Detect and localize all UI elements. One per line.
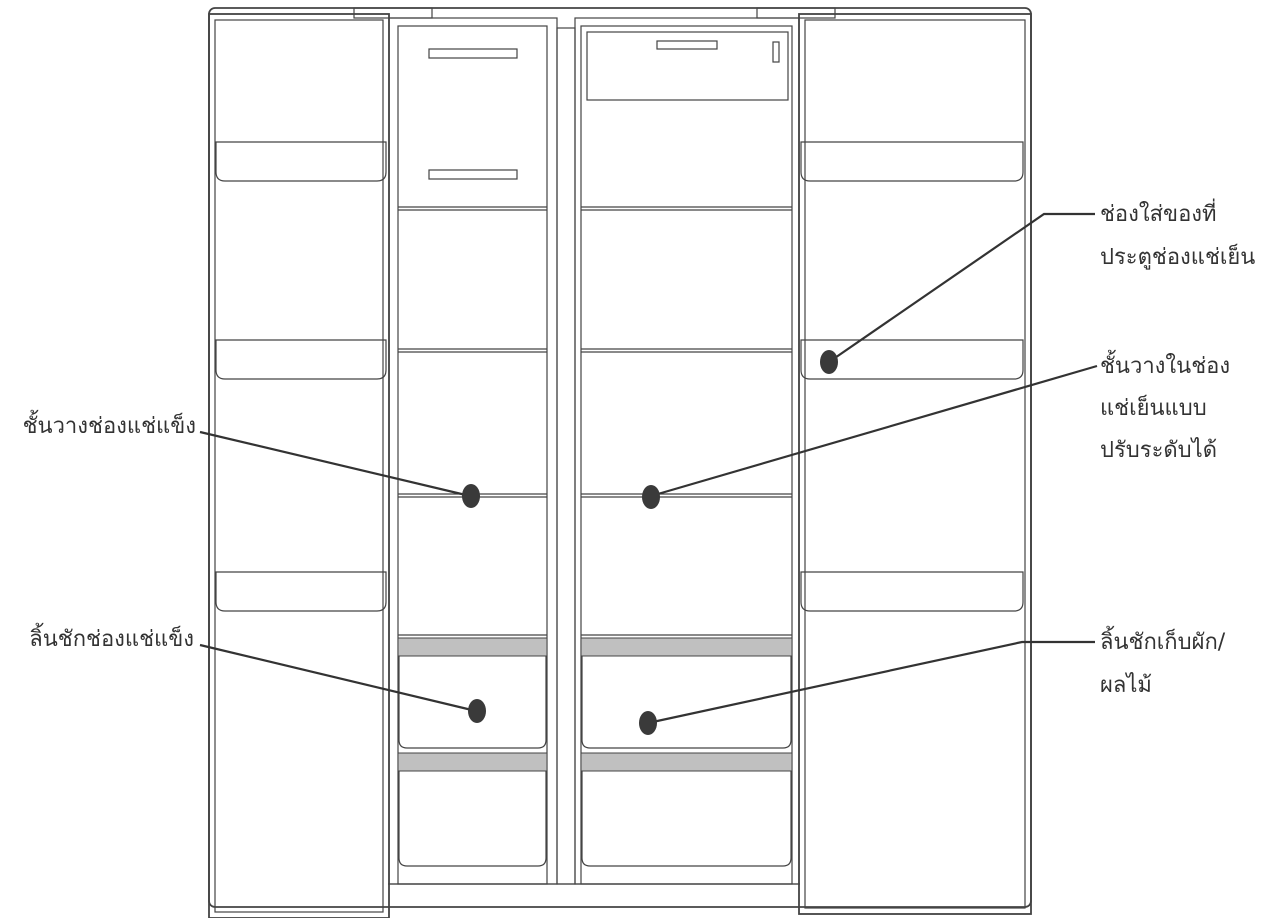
label-freezer-drawer: ลิ้นชักช่องแช่แข็ง [29,623,194,652]
leader-freezer-shelf [199,430,471,498]
leader-door-bin [828,212,1095,363]
fridge-compartment [574,17,800,885]
freezer-door [208,13,390,918]
label-fridge-shelf-line2: แช่เย็นแบบ [1100,393,1207,421]
label-door-bin-line1: ช่องใส่ของที่ [1100,198,1217,227]
callout-labels: ชั้นวางช่องแช่แข็ง ลิ้นชักช่องแช่แข็ง ช่… [23,198,1256,698]
marker-crisper [639,711,657,735]
leader-fridge-shelf [650,364,1098,498]
callout-leaders [199,212,1098,735]
marker-freezer-shelf [462,484,480,508]
label-crisper-line2: ผลไม้ [1100,672,1152,698]
label-fridge-shelf-line1: ชั้นวางในช่อง [1100,350,1230,379]
fridge-door [798,13,1032,915]
label-crisper-line1: ลิ้นชักเก็บผัก/ [1100,626,1226,655]
marker-door-bin [820,350,838,374]
freezer-compartment [388,17,558,885]
marker-freezer-drawer [468,699,486,723]
label-door-bin-line2: ประตูช่องแช่เย็น [1100,242,1255,270]
label-freezer-shelf: ชั้นวางช่องแช่แข็ง [23,410,196,439]
label-fridge-shelf-line3: ปรับระดับได้ [1100,437,1217,463]
center-mullion [556,27,576,885]
marker-fridge-shelf [642,485,660,509]
leader-freezer-drawer [199,643,477,713]
leader-crisper [647,640,1095,725]
cabinet [208,7,1032,908]
